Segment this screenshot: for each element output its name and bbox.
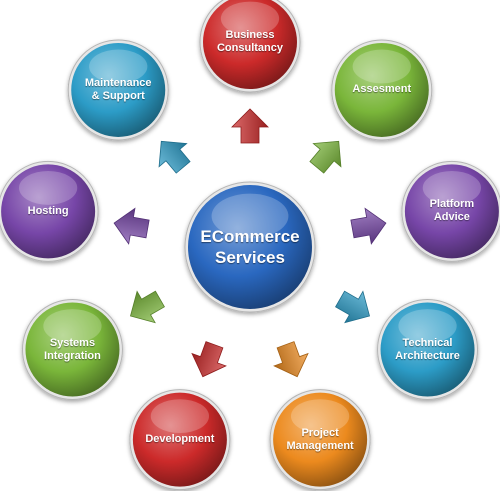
node-technical-architecture [377, 299, 479, 400]
node-platform-advice [401, 160, 500, 262]
arrow-icon-maintenance-support [158, 140, 191, 174]
arrow-icon-business-consultancy [231, 108, 269, 144]
node-systems-integration [21, 299, 123, 400]
node-business-consultancy-highlight [220, 1, 280, 36]
center-node-highlight [211, 193, 289, 239]
node-systems-integration-highlight [43, 309, 102, 343]
center-node [184, 181, 316, 313]
arrow-icon-platform-advice [350, 207, 387, 245]
node-platform-advice-fill [404, 164, 499, 259]
node-hosting-highlight [18, 170, 78, 205]
arrow-icon-systems-integration [129, 290, 165, 324]
node-business-consultancy-fill [203, 0, 297, 89]
node-assesment [331, 39, 433, 141]
node-maintenance-support-highlight [89, 49, 148, 84]
arrow-icon-technical-architecture [335, 290, 371, 324]
node-development [129, 389, 231, 491]
node-hosting-fill [1, 164, 96, 259]
node-maintenance-support [67, 39, 169, 141]
arrows-layer [113, 108, 387, 378]
node-technical-architecture-fill [380, 302, 475, 397]
node-project-management [269, 389, 371, 491]
node-systems-integration-fill [25, 302, 120, 397]
node-technical-architecture-highlight [398, 309, 457, 343]
node-assesment-highlight [352, 49, 411, 84]
center-node-fill [188, 185, 312, 309]
node-business-consultancy [199, 0, 301, 93]
arrow-icon-development [191, 341, 227, 378]
node-project-management-fill [273, 392, 368, 487]
node-assesment-fill [334, 42, 429, 137]
arrow-icon-hosting [113, 207, 150, 245]
node-project-management-highlight [290, 399, 350, 434]
arrow-icon-assesment [309, 140, 342, 174]
node-hosting [0, 160, 99, 262]
node-platform-advice-highlight [422, 170, 482, 205]
arrow-icon-project-management [273, 341, 309, 378]
node-development-highlight [150, 399, 210, 434]
node-maintenance-support-fill [71, 42, 166, 137]
node-development-fill [132, 392, 227, 487]
